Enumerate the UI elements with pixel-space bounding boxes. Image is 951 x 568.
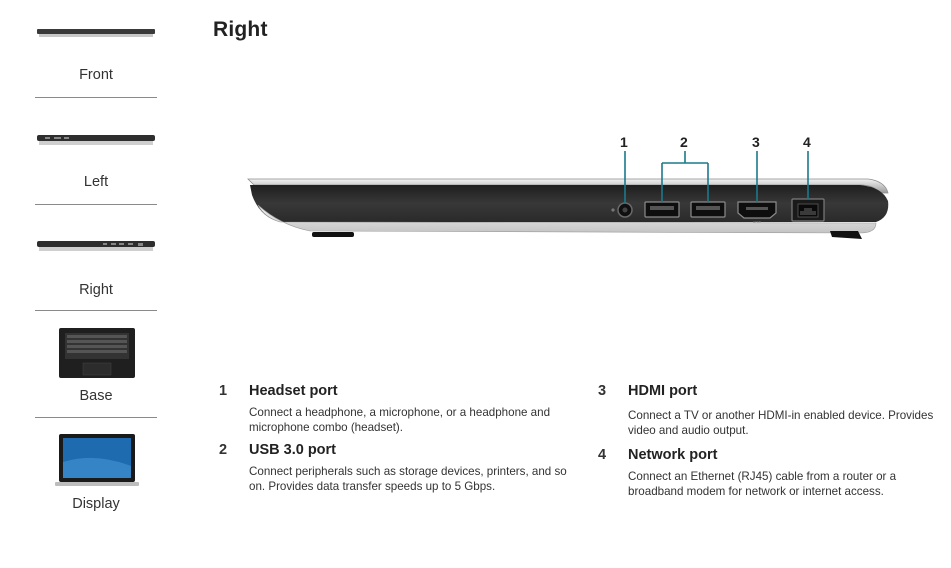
left-side-thumbnail <box>37 135 155 145</box>
callout-number: 3 <box>752 134 760 150</box>
display-view-thumbnail <box>55 434 139 486</box>
callout-number: 4 <box>803 134 811 150</box>
front-view-thumbnail <box>37 29 155 37</box>
divider <box>35 97 157 98</box>
port-name: Headset port <box>249 383 338 399</box>
port-number: 2 <box>219 442 228 458</box>
base-view-thumbnail <box>59 328 135 378</box>
nav-item-base[interactable]: Base <box>35 326 157 420</box>
nav-item-label: Front <box>79 67 113 83</box>
divider <box>35 204 157 205</box>
nav-item-label: Right <box>79 282 113 298</box>
callout-number: 1 <box>620 134 628 150</box>
nav-item-label: Display <box>72 496 120 512</box>
nav-item-display[interactable]: Display <box>35 432 157 522</box>
port-number: 3 <box>598 383 607 399</box>
port-number: 4 <box>598 447 607 463</box>
nav-item-right[interactable]: Right <box>35 234 157 314</box>
svg-text:HDMI: HDMI <box>753 220 761 224</box>
callout-lines <box>624 151 809 203</box>
nav-item-front[interactable]: Front <box>35 22 157 100</box>
divider <box>35 417 157 418</box>
port-description: Connect a headphone, a microphone, or a … <box>249 406 551 434</box>
port-name: USB 3.0 port <box>249 442 337 458</box>
port-description: Connect an Ethernet (RJ45) cable from a … <box>628 470 897 498</box>
divider <box>35 310 157 311</box>
port-name: HDMI port <box>628 383 698 399</box>
port-description: Connect peripherals such as storage devi… <box>249 465 567 493</box>
port-name: Network port <box>628 447 718 463</box>
page-title: Right <box>213 18 268 41</box>
port-number: 1 <box>219 383 228 399</box>
port-description: Connect a TV or another HDMI-in enabled … <box>628 409 934 437</box>
laptop-right-side-illustration: HDMI <box>247 151 889 239</box>
callout-number: 2 <box>680 134 688 150</box>
right-side-thumbnail <box>37 241 155 251</box>
nav-item-label: Left <box>83 174 109 190</box>
nav-item-label: Base <box>79 388 113 404</box>
nav-item-left[interactable]: Left <box>35 128 157 208</box>
